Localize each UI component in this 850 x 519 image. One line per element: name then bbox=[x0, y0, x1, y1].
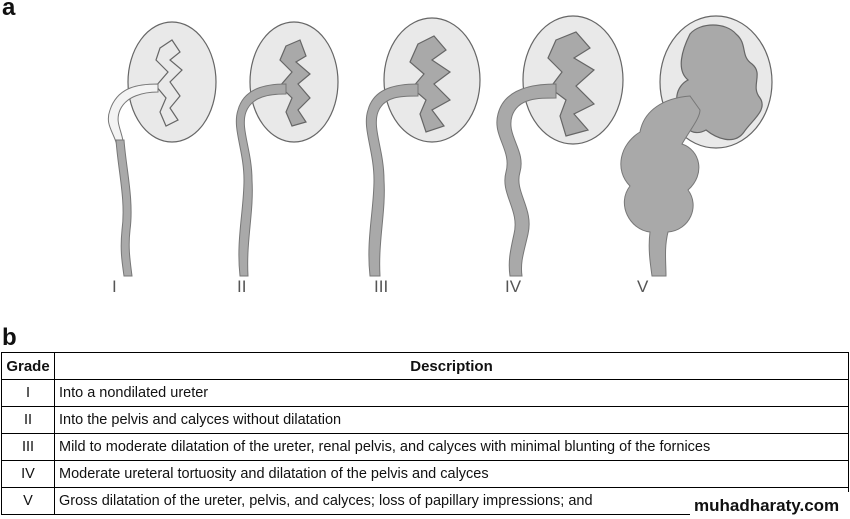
grade-label-3: III bbox=[374, 277, 389, 296]
table-row: III Mild to moderate dilatation of the u… bbox=[1, 433, 849, 461]
panel-b-label: b bbox=[2, 324, 17, 351]
table-header-row: Grade Description bbox=[1, 352, 849, 380]
kidney-grade-3 bbox=[365, 17, 481, 277]
watermark: muhadharaty.com bbox=[690, 492, 850, 519]
grade-label-4: IV bbox=[505, 277, 522, 296]
kidney-grade-4 bbox=[496, 15, 624, 277]
description-cell: Into the pelvis and calyces without dila… bbox=[54, 406, 849, 434]
table-row: I Into a nondilated ureter bbox=[1, 379, 849, 407]
header-grade: Grade bbox=[1, 352, 55, 380]
table-row: IV Moderate ureteral tortuosity and dila… bbox=[1, 460, 849, 488]
description-cell: Mild to moderate dilatation of the urete… bbox=[54, 433, 849, 461]
description-cell: Into a nondilated ureter bbox=[54, 379, 849, 407]
vur-grading-diagram bbox=[107, 15, 773, 277]
kidney-grade-2 bbox=[235, 21, 339, 277]
grade-cell: II bbox=[1, 406, 55, 434]
grading-table: Grade Description I Into a nondilated ur… bbox=[1, 352, 849, 515]
grade-cell: V bbox=[1, 487, 55, 515]
kidney-grade-1 bbox=[107, 21, 217, 277]
header-description: Description bbox=[54, 352, 849, 380]
description-cell: Moderate ureteral tortuosity and dilatat… bbox=[54, 460, 849, 488]
panel-a-label: a bbox=[2, 0, 16, 21]
kidney-grade-5 bbox=[620, 15, 773, 277]
grade-cell: IV bbox=[1, 460, 55, 488]
grade-label-5: V bbox=[637, 277, 649, 296]
grade-label-2: II bbox=[237, 277, 247, 296]
grade-label-1: I bbox=[112, 277, 117, 296]
table-row: II Into the pelvis and calyces without d… bbox=[1, 406, 849, 434]
grade-cell: III bbox=[1, 433, 55, 461]
grade-cell: I bbox=[1, 379, 55, 407]
